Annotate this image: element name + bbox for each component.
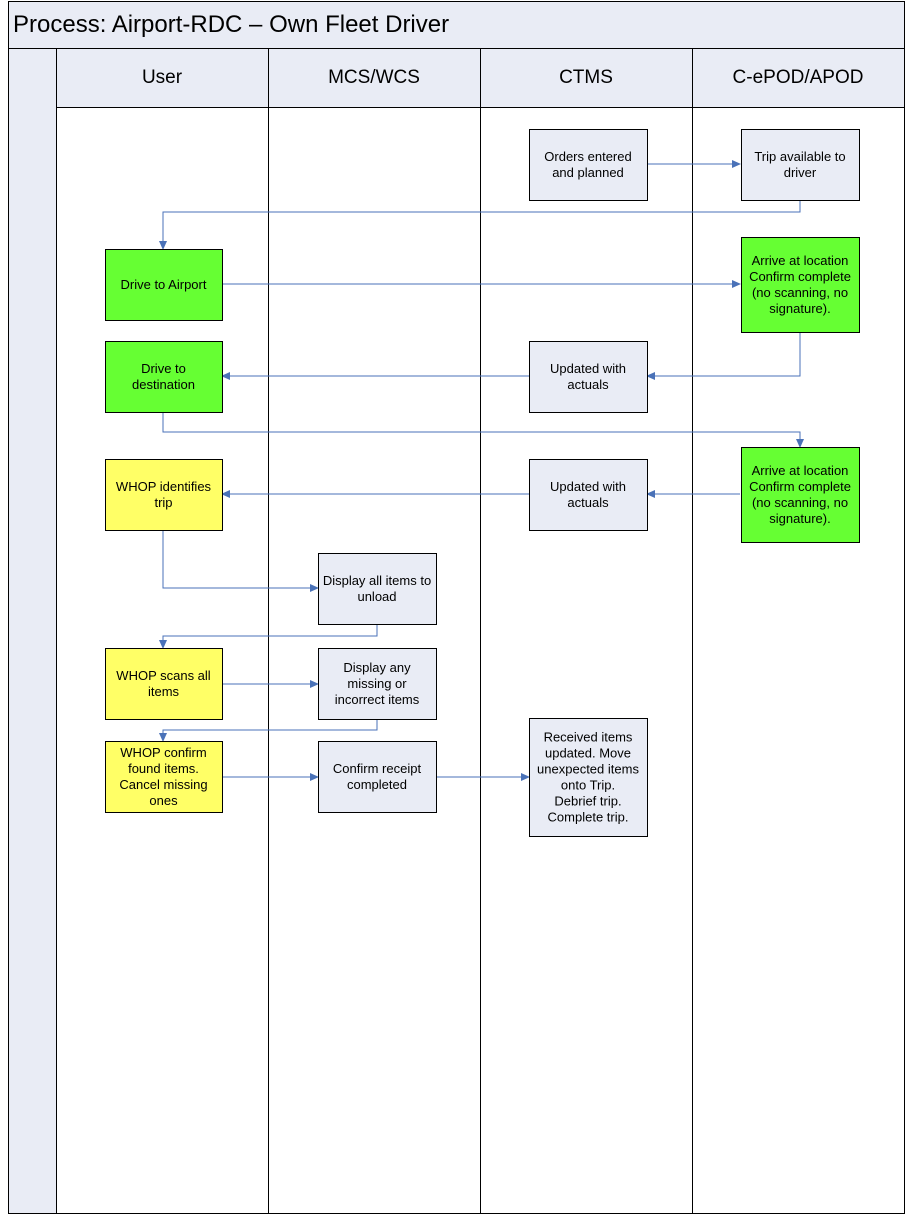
process-box-text: (no scanning, no — [752, 285, 848, 300]
process-box-text: completed — [347, 777, 407, 792]
process-box-text: and planned — [552, 165, 624, 180]
process-box-shape — [318, 553, 437, 625]
title-bar — [8, 1, 905, 49]
lane-label-ctms: CTMS — [559, 67, 613, 88]
process-box-text: Debrief trip. — [554, 794, 621, 809]
process-box-shape — [741, 447, 860, 543]
process-box-text: WHOP scans all — [116, 668, 211, 683]
process-box-text: Arrive at location — [752, 253, 849, 268]
process-box-text: Confirm complete — [749, 479, 851, 494]
process-box-text: incorrect items — [335, 692, 420, 707]
process-box-text: driver — [784, 165, 817, 180]
process-box-text: items — [148, 684, 180, 699]
process-box-text: Trip available to — [754, 149, 845, 164]
process-box-text: unexpected items — [537, 762, 639, 777]
process-box-text: Drive to — [141, 361, 186, 376]
process-box-text: Complete trip. — [548, 810, 629, 825]
process-box-text: signature). — [769, 301, 830, 316]
process-box-shape — [529, 459, 648, 531]
diagram-title: Process: Airport-RDC – Own Fleet Driver — [13, 11, 449, 38]
process-box-shape — [318, 741, 437, 813]
process-box-shape — [105, 459, 223, 531]
process-box-text: found items. — [128, 761, 199, 776]
process-box-text: signature). — [769, 511, 830, 526]
process-box-text: updated. Move — [545, 746, 631, 761]
flow-arrow — [162, 412, 804, 448]
process-box-text: Orders entered — [544, 149, 631, 164]
process-box-text: trip — [154, 495, 172, 510]
flow-arrow — [159, 200, 801, 250]
process-box-text: missing or — [347, 676, 407, 691]
process-box-text: actuals — [567, 377, 609, 392]
process-box-text: unload — [357, 589, 396, 604]
process-box-shape — [529, 129, 648, 201]
process-box-text: Confirm receipt — [333, 761, 422, 776]
flow-arrow — [159, 718, 378, 742]
flow-arrow — [159, 624, 378, 649]
process-box-text: destination — [132, 377, 195, 392]
process-box-drive-airport: Drive to Airport — [105, 249, 223, 321]
process-box-text: Cancel missing — [119, 777, 207, 792]
process-box-text: WHOP identifies — [116, 479, 212, 494]
diagram-frame — [8, 1, 905, 1214]
process-box-text: Display any — [343, 660, 411, 675]
lane-label-mcs: MCS/WCS — [328, 67, 420, 88]
process-box-shape — [741, 237, 860, 333]
process-box-text: Drive to Airport — [121, 277, 207, 292]
process-box-shape — [529, 341, 648, 413]
process-box-shape — [105, 648, 223, 720]
flow-arrow — [646, 332, 801, 380]
pool-label-column — [8, 48, 57, 1214]
flow-arrow — [162, 530, 319, 592]
process-box-text: Confirm complete — [749, 269, 851, 284]
process-box-text: Display all items to — [323, 573, 431, 588]
process-box-text: Received items — [544, 730, 633, 745]
process-box-text: onto Trip. — [561, 778, 615, 793]
lane-label-user: User — [142, 67, 183, 88]
process-box-shape — [318, 648, 437, 720]
process-box-text: Updated with — [550, 361, 626, 376]
process-box-shape — [105, 249, 223, 321]
process-box-text: Arrive at location — [752, 463, 849, 478]
process-box-text: Updated with — [550, 479, 626, 494]
connector-group — [159, 160, 804, 781]
process-box-shape — [105, 741, 223, 813]
process-box-text: (no scanning, no — [752, 495, 848, 510]
process-box-shape — [529, 718, 648, 837]
process-box-text: actuals — [567, 495, 609, 510]
process-box-text: WHOP confirm — [120, 745, 206, 760]
process-box-text: ones — [149, 793, 178, 808]
process-box-shape — [105, 341, 223, 413]
lane-label-epod: C-ePOD/APOD — [733, 67, 864, 88]
process-box-shape — [741, 129, 860, 201]
